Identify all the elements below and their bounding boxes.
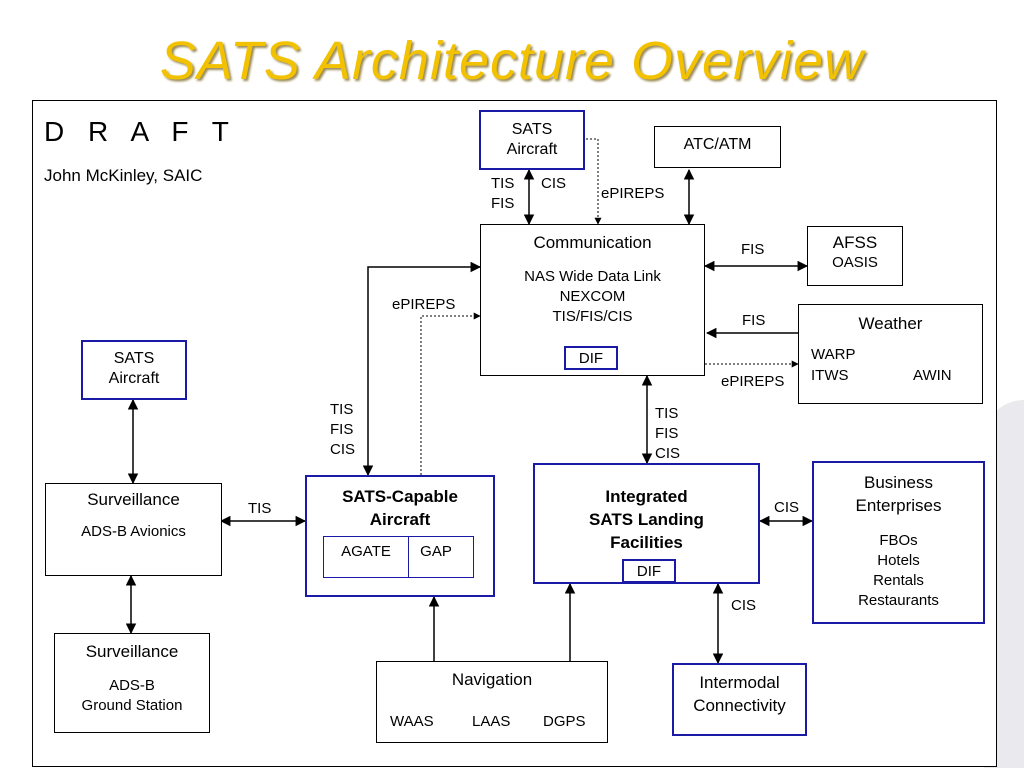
islf-line2: SATS Landing [589,510,704,529]
edge-label-mid-cis: CIS [655,445,681,462]
communication-dif: DIF [564,346,618,370]
navigation-title: Navigation [451,670,533,689]
weather-title: Weather [858,314,923,333]
navigation-node: Navigation WAAS LAAS DGPS [376,661,608,743]
business-enterprises-node: Business Enterprises FBOs Hotels Rentals… [812,461,985,624]
communication-line3: TIS/FIS/CIS [552,308,633,325]
weather-item1: WARP [811,346,856,363]
business-item1: FBOs [879,532,918,549]
edge-sats-capable-epireps [420,312,481,475]
weather-node: Weather WARP ITWS AWIN [798,304,983,404]
sats-capable-line2: Aircraft [369,510,431,529]
edge-label-surv-tis: TIS [248,500,272,517]
sats-aircraft-top-line2: Aircraft [506,141,558,158]
islf-dif: DIF [622,559,676,583]
edge-sats-top-epireps [586,138,602,225]
surveillance-avionics-sub: ADS-B Avionics [81,523,186,540]
sats-capable-aircraft-node: SATS-Capable Aircraft AGATE GAP [305,475,495,597]
surveillance-avionics-title: Surveillance [87,490,180,509]
edge-label-weather-epireps: ePIREPS [721,373,785,390]
edge-label-top-tis: TIS [491,175,515,192]
sats-aircraft-left-node: SATS Aircraft [81,340,187,400]
surveillance-avionics-node: Surveillance ADS-B Avionics [45,483,222,576]
afss-title: AFSS [832,233,878,252]
business-item4: Restaurants [858,592,939,609]
weather-item3: AWIN [913,367,952,384]
intermodal-line2: Connectivity [693,696,786,715]
surveillance-ground-node: Surveillance ADS-B Ground Station [54,633,210,733]
edge-label-top-epireps: ePIREPS [601,185,665,202]
sats-capable-line1: SATS-Capable [342,487,458,506]
edge-label-business-cis: CIS [774,499,800,516]
communication-line2: NEXCOM [559,288,626,305]
sats-aircraft-top-line1: SATS [511,121,553,138]
edge-label-afss-fis: FIS [741,241,765,258]
business-item2: Hotels [877,552,920,569]
sats-capable-table: AGATE GAP [323,536,474,578]
sats-aircraft-top-node: SATS Aircraft [479,110,585,170]
afss-node: AFSS OASIS [807,226,903,286]
edge-label-mid-tis: TIS [655,405,679,422]
surveillance-ground-line1: ADS-B [109,677,155,694]
business-item3: Rentals [873,572,924,589]
weather-item2: ITWS [811,367,849,384]
edge-label-top-fis: FIS [491,195,515,212]
communication-line1: NAS Wide Data Link [524,268,661,285]
edge-label-top-cis: CIS [541,175,567,192]
communication-title: Communication [533,233,652,252]
edge-label-left-tis: TIS [330,401,354,418]
surveillance-ground-line2: Ground Station [81,697,183,714]
edge-label-weather-fis: FIS [742,312,766,329]
islf-line1: Integrated [605,487,688,506]
edge-label-left-fis: FIS [330,421,354,438]
edge-label-left-epireps: ePIREPS [392,296,456,313]
business-line1: Business [864,473,933,492]
navigation-item2: LAAS [472,713,511,730]
edge-label-left-cis: CIS [330,441,356,458]
atc-atm-node: ATC/ATM [654,126,781,168]
sats-capable-cell-gap: GAP [420,543,452,560]
surveillance-ground-title: Surveillance [85,642,179,661]
islf-line3: Facilities [610,533,683,552]
navigation-item1: WAAS [390,713,434,730]
author-label: John McKinley, SAIC [44,166,203,185]
edge-label-intermodal-cis: CIS [731,597,757,614]
edge-label-mid-fis: FIS [655,425,679,442]
draft-label: D R A F T [44,116,237,147]
atc-atm-label: ATC/ATM [683,136,752,153]
edge-sats-capable-comm [362,261,482,477]
intermodal-line1: Intermodal [699,673,780,692]
navigation-item3: DGPS [543,713,586,730]
sats-aircraft-left-line1: SATS [113,350,155,367]
sats-capable-cell-agate: AGATE [341,543,391,560]
sats-capable-cell-divider [408,537,409,577]
communication-node: Communication NAS Wide Data Link NEXCOM … [480,224,705,376]
afss-sub: OASIS [832,254,878,271]
sats-aircraft-left-line2: Aircraft [108,370,160,387]
integrated-landing-facilities-node: Integrated SATS Landing Facilities DIF [533,463,760,584]
slide-title: SATS Architecture Overview [159,31,865,91]
intermodal-connectivity-node: Intermodal Connectivity [672,663,807,736]
business-line2: Enterprises [855,496,942,515]
